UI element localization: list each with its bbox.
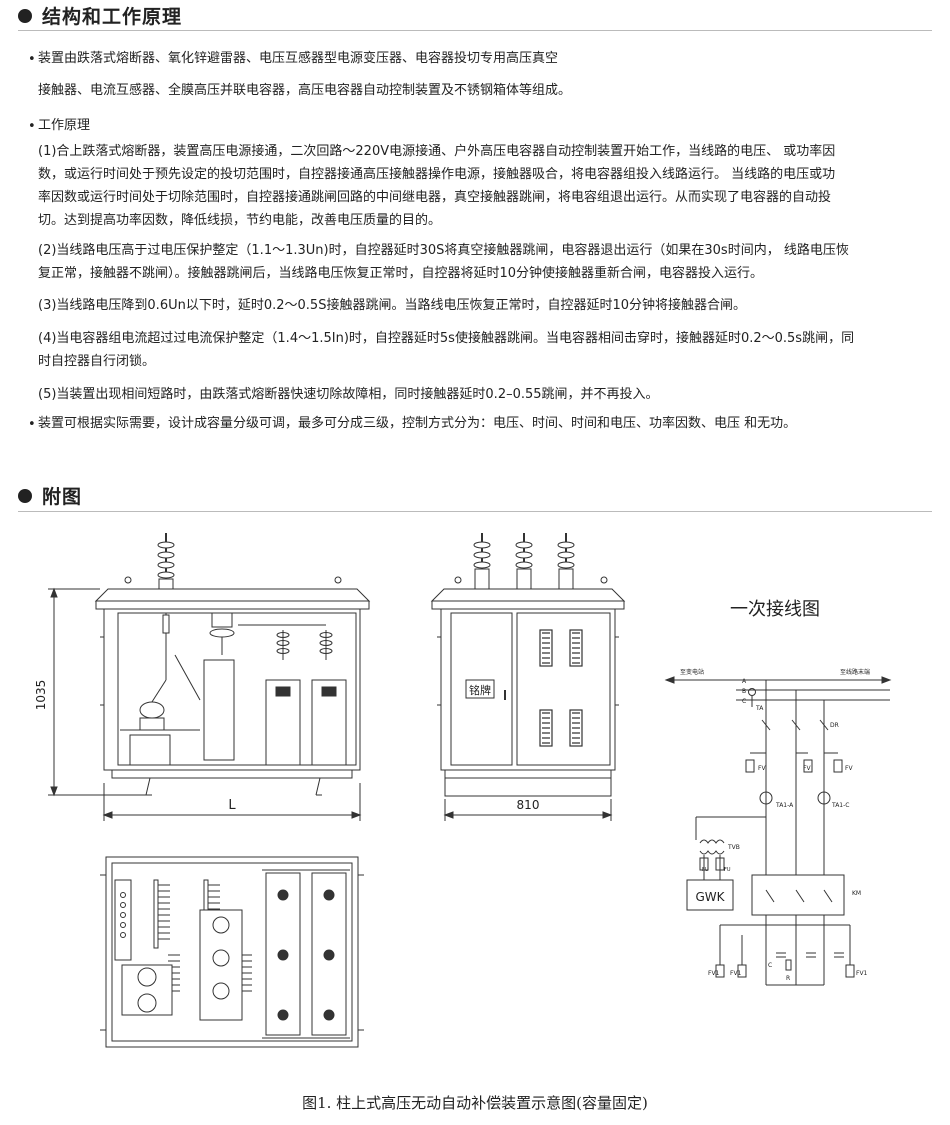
bushing-icon xyxy=(557,533,575,590)
phase-label: B xyxy=(742,688,746,695)
divider xyxy=(18,30,932,31)
label-ta1a: TA1-A xyxy=(775,802,794,809)
side-view: 铭牌 810 xyxy=(430,533,626,821)
text-line: (1)合上跌落式熔断器，装置高压电源接通，二次回路～220V电源接通、户外高压电… xyxy=(38,144,836,159)
text-line: 装置由跌落式熔断器、氧化锌避雷器、电压互感器型电源变压器、电容器投切专用高压真空 xyxy=(38,51,559,66)
label-fv: FV xyxy=(758,765,766,772)
label-ta1c: TA1-C xyxy=(831,802,849,809)
bushing-icon xyxy=(157,533,175,590)
paragraph-2: (2)当线路电压高于过电压保护整定（1.1～1.3Un)时，自控器延时30S将真… xyxy=(38,239,931,285)
technical-drawing: 1035 L xyxy=(34,533,892,1048)
wiring-diagram: 一次接线图 A B C 至变电站 至线路末端 TA DR FV FV FV xyxy=(664,599,892,986)
paragraph-heading: 工作原理 xyxy=(38,118,91,133)
gwk-label: GWK xyxy=(695,890,725,904)
phase-label: A xyxy=(742,678,747,685)
text-line: (2)当线路电压高于过电压保护整定（1.1～1.3Un)时，自控器延时30S将真… xyxy=(38,243,849,258)
bullet-dot-icon xyxy=(18,488,32,503)
label-to-substation: 至变电站 xyxy=(680,668,704,676)
bushing-icon xyxy=(473,533,491,590)
paragraph-4: (4)当电容器组电流超过过电流保护整定（1.4～1.5In)时，自控器延时5s使… xyxy=(38,327,931,373)
bullet-icon: • xyxy=(28,119,36,134)
paragraph-3: (3)当线路电压降到0.6Un以下时，延时0.2～0.5S接触器跳闸。当路线电压… xyxy=(38,298,746,313)
capacitor-icon xyxy=(311,630,347,766)
paragraph-1: (1)合上跌落式熔断器，装置高压电源接通，二次回路～220V电源接通、户外高压电… xyxy=(38,140,931,232)
text-line: 切。达到提高功率因数，降低线损，节约电能，改善电压质量的目的。 xyxy=(38,213,442,228)
label-ta: TA xyxy=(755,705,764,712)
dimension-width: 810 xyxy=(517,798,540,812)
top-view xyxy=(100,856,364,1048)
dimension-length: L xyxy=(228,798,236,813)
wiring-diagram-title: 一次接线图 xyxy=(730,599,820,620)
label-km: KM xyxy=(852,890,861,897)
label-dr: DR xyxy=(830,722,839,729)
bushing-icon xyxy=(515,533,533,590)
bullet-icon: • xyxy=(28,52,36,67)
label-r: R xyxy=(786,975,790,982)
bullet-dot-icon xyxy=(18,8,32,23)
text-line: 率因数或运行时间处于切除范围时，自控器接通跳闸回路的中间继电器，真空接触器跳闸，… xyxy=(38,190,832,205)
label-tvb: TVB xyxy=(727,844,740,851)
divider xyxy=(18,511,932,512)
text-line: 接触器、电流互感器、全膜高压并联电容器，高压电容器自动控制装置及不锈钢箱体等组成… xyxy=(38,83,572,98)
paragraph-5: (5)当装置出现相间短路时，由跌落式熔断器快速切除故障相，同时接触器延时0.2–… xyxy=(38,387,659,402)
label-c: C xyxy=(768,962,772,969)
label-fv: FV xyxy=(803,765,811,772)
text-line: (4)当电容器组电流超过过电流保护整定（1.4～1.5In)时，自控器延时5s使… xyxy=(38,331,855,346)
figure-caption: 图1. 柱上式高压无动自动补偿装置示意图(容量固定) xyxy=(302,1094,648,1112)
text-line: 复正常，接触器不跳闸）。接触器跳闸后，当线路电压恢复正常时，自控器将延时10分钟… xyxy=(38,266,764,281)
section-header-figure: 附图 xyxy=(18,482,82,509)
label-to-line-end: 至线路末端 xyxy=(840,668,870,676)
section-title: 附图 xyxy=(42,486,83,508)
label-fv1: FV1 xyxy=(730,970,742,977)
front-view: 1035 L xyxy=(34,533,371,821)
nameplate-label: 铭牌 xyxy=(469,683,491,697)
bullet-icon: • xyxy=(28,417,36,432)
paragraph-composition: 装置由跌落式熔断器、氧化锌避雷器、电压互感器型电源变压器、电容器投切专用高压真空… xyxy=(38,47,931,102)
paragraph-control: 装置可根据实际需要，设计成容量分级可调，最多可分成三级，控制方式分为：电压、时间… xyxy=(38,416,797,431)
label-fv1: FV1 xyxy=(708,970,720,977)
phase-label: C xyxy=(742,698,746,705)
text-line: 时自控器自行闭锁。 xyxy=(38,354,156,369)
vent-icon xyxy=(539,629,583,747)
dimension-height: 1035 xyxy=(34,680,48,711)
capacitor-icon xyxy=(265,630,301,766)
label-fu: FU xyxy=(724,867,731,873)
label-fv: FV xyxy=(845,765,853,772)
section-header-principle: 结构和工作原理 xyxy=(18,2,182,29)
text-line: 数，或运行时间处于预先设定的投切范围时，自控器接通高压接触器操作电源，接触器吸合… xyxy=(38,167,836,182)
label-fu: FU xyxy=(702,867,709,873)
label-fv1: FV1 xyxy=(856,970,868,977)
section-title: 结构和工作原理 xyxy=(42,6,183,28)
